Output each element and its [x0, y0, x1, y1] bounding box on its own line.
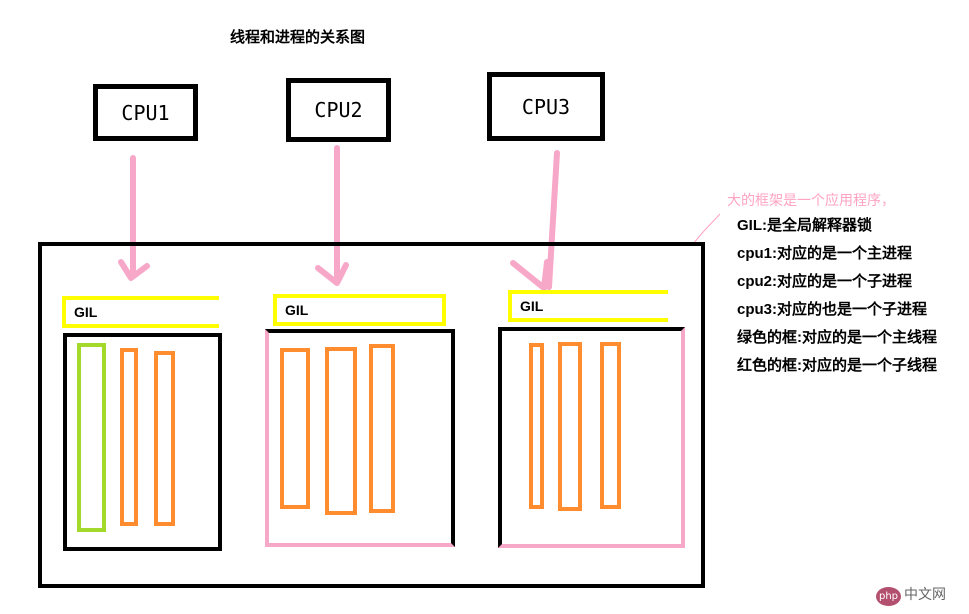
main-thread-box	[77, 343, 106, 532]
cpu3-box: CPU3	[487, 72, 605, 141]
gil-bar-3: GIL	[508, 290, 668, 322]
child-thread-box	[120, 348, 138, 526]
arrow-cpu3	[510, 150, 560, 291]
cpu1-box: CPU1	[93, 84, 198, 141]
process-main	[63, 333, 222, 551]
legend-line: cpu1:对应的是一个主进程	[737, 245, 913, 262]
legend-line: cpu3:对应的也是一个子进程	[737, 301, 928, 318]
application-frame	[38, 242, 705, 588]
child-thread-box	[369, 344, 395, 513]
legend: 大的框架是一个应用程序， GIL:是全局解释器锁 cpu1:对应的是一个主进程 …	[727, 190, 969, 380]
legend-note: 大的框架是一个应用程序，	[727, 193, 895, 209]
child-thread-box	[558, 342, 582, 511]
child-thread-box	[600, 342, 621, 509]
process-child-2	[498, 327, 685, 548]
php-logo-icon: php	[876, 587, 902, 606]
child-thread-box	[325, 347, 357, 515]
cpu2-box: CPU2	[286, 78, 391, 142]
gil-bar-2: GIL	[273, 294, 446, 326]
legend-line: 绿色的框:对应的是一个主线程	[737, 329, 937, 346]
diagram-title: 线程和进程的关系图	[230, 28, 366, 46]
legend-line: 红色的框:对应的是一个子线程	[737, 357, 937, 374]
gil-bar-1: GIL	[62, 296, 219, 328]
child-thread-box	[154, 351, 175, 526]
arrow-cpu1	[118, 155, 150, 281]
child-thread-box	[280, 348, 310, 509]
process-child-1	[265, 329, 455, 547]
note-connector	[691, 213, 721, 246]
legend-line: cpu2:对应的是一个子进程	[737, 273, 913, 290]
arrow-cpu2	[315, 145, 349, 286]
child-thread-box	[529, 343, 544, 509]
legend-line: GIL:是全局解释器锁	[737, 217, 872, 234]
watermark-text: 中文网	[904, 587, 947, 603]
